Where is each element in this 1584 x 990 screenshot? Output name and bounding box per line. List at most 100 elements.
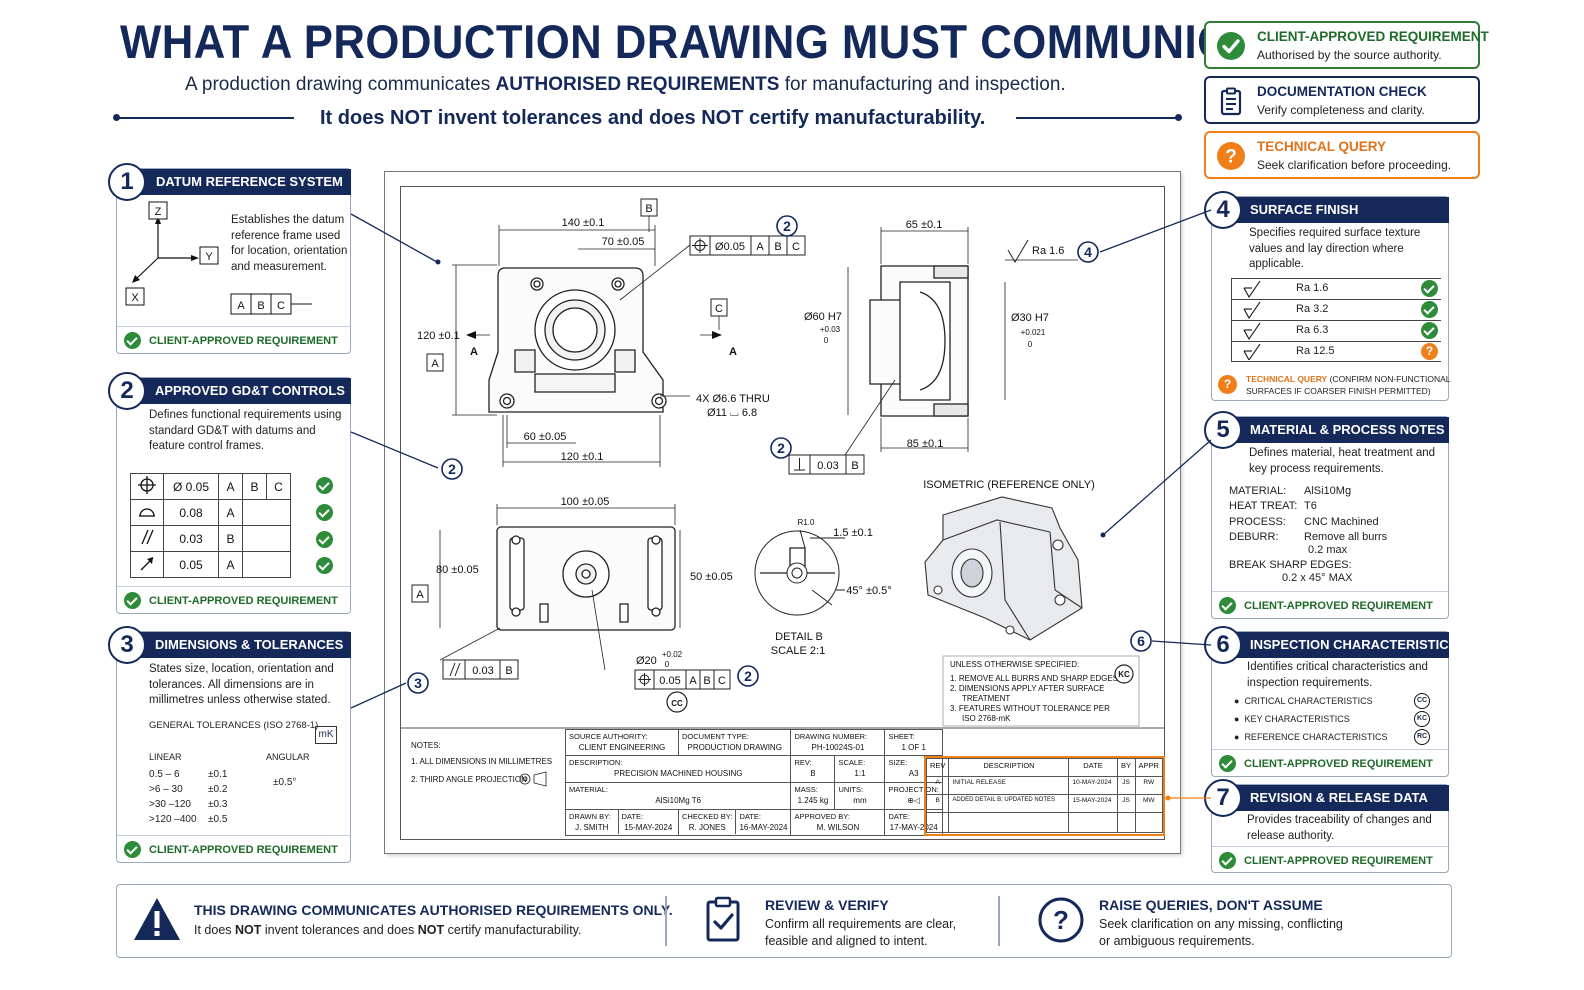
section-a-left: A bbox=[470, 346, 478, 358]
holes-note-2: Ø11 ⌴ 6.8 bbox=[707, 407, 757, 419]
svg-text:Ra 1.6: Ra 1.6 bbox=[1032, 245, 1064, 257]
rule-right bbox=[1016, 117, 1178, 119]
kc-mark: KC bbox=[1118, 670, 1130, 679]
page-subtitle: A production drawing communicates AUTHOR… bbox=[185, 74, 1066, 95]
datum-c-label: C bbox=[715, 303, 723, 315]
axis-x-label: X bbox=[131, 292, 139, 304]
top-view bbox=[496, 526, 676, 631]
callout-6: 6 bbox=[1137, 633, 1145, 649]
dim-d20-tol-upper: +0.02 bbox=[662, 650, 683, 659]
section-a-right: A bbox=[729, 346, 737, 358]
dim-r1: R1.0 bbox=[798, 518, 815, 527]
heat-treat-value: T6 bbox=[1304, 500, 1317, 512]
panel-3-title: DIMENSIONS & TOLERANCES bbox=[117, 632, 351, 658]
check-icon bbox=[124, 332, 141, 349]
panel-5-title: MATERIAL & PROCESS NOTES bbox=[1212, 417, 1449, 443]
notes-title: NOTES: bbox=[411, 741, 441, 750]
check-icon bbox=[316, 531, 333, 548]
surface-finish-callout: Ra 1.6 bbox=[1007, 239, 1064, 263]
svg-text:B: B bbox=[257, 300, 264, 312]
title-block: SOURCE AUTHORITY:CLIENT ENGINEERING DOCU… bbox=[564, 729, 943, 836]
isometric-view bbox=[924, 496, 1083, 641]
legend-desc: Authorised by the source authority. bbox=[1257, 48, 1442, 62]
panel-7-footer: CLIENT-APPROVED REQUIREMENT bbox=[1212, 846, 1448, 874]
check-icon bbox=[124, 841, 141, 858]
cc-mark: CC bbox=[671, 699, 683, 708]
linear-tol: ±0.2 bbox=[208, 784, 228, 795]
unless-title: UNLESS OTHERWISE SPECIFIED: bbox=[950, 660, 1079, 669]
panel-6-number: 6 bbox=[1204, 626, 1242, 664]
heat-treat-key: HEAT TREAT: bbox=[1229, 500, 1298, 512]
position-icon bbox=[138, 476, 156, 494]
banner-separator bbox=[998, 896, 1000, 946]
side-section-view bbox=[869, 265, 969, 417]
parallelism-icon bbox=[141, 529, 154, 545]
svg-text:A: A bbox=[237, 300, 245, 312]
callout-2: 2 bbox=[448, 461, 456, 477]
tolerance-class-box: mK bbox=[315, 726, 337, 744]
process-key: PROCESS: bbox=[1229, 516, 1286, 528]
dim-d60-tol-lower: 0 bbox=[824, 336, 829, 345]
rule-left bbox=[116, 117, 294, 119]
page-subtitle-2: It does NOT invent tolerances and does N… bbox=[320, 107, 986, 129]
panel-material-process bbox=[1211, 416, 1449, 619]
panel-6-footer: CLIENT-APPROVED REQUIREMENT bbox=[1212, 749, 1448, 777]
linear-range: 0.5 – 6 bbox=[149, 769, 180, 780]
datum-a-label: A bbox=[431, 358, 439, 370]
unless-l2: 2. DIMENSIONS APPLY AFTER SURFACE bbox=[950, 684, 1104, 693]
dim-140: 140 ±0.1 bbox=[562, 217, 605, 229]
profile-icon bbox=[139, 508, 155, 517]
svg-text:A: A bbox=[689, 675, 697, 687]
revision-row: B ADDED DETAIL B; UPDATED NOTES 15-MAY-2… bbox=[925, 794, 1163, 813]
svg-text:?: ? bbox=[1053, 905, 1069, 935]
panel-4-desc: Specifies required surface texture value… bbox=[1249, 227, 1421, 270]
linear-range: >120 –400 bbox=[149, 814, 197, 825]
svg-text:Ø0.05: Ø0.05 bbox=[715, 241, 745, 253]
front-view bbox=[488, 267, 667, 413]
check-icon bbox=[1421, 280, 1438, 297]
panel-2-title: APPROVED GD&T CONTROLS bbox=[117, 378, 351, 404]
banner-1-title: THIS DRAWING COMMUNICATES AUTHORISED REQ… bbox=[194, 902, 673, 918]
callout-2: 2 bbox=[777, 440, 785, 456]
general-tolerances-label: GENERAL TOLERANCES (ISO 2768-1) bbox=[149, 720, 319, 731]
deburr-key: DEBURR: bbox=[1229, 531, 1279, 543]
dim-d20: Ø20 bbox=[636, 655, 657, 667]
datum-a-top-label: A bbox=[416, 589, 424, 601]
dim-1-5: 1.5 ±0.1 bbox=[833, 527, 873, 539]
isometric-label: ISOMETRIC (REFERENCE ONLY) bbox=[923, 479, 1095, 491]
process-value: CNC Machined bbox=[1304, 516, 1379, 528]
legend-client-approved: CLIENT-APPROVED REQUIREMENT Authorised b… bbox=[1204, 21, 1489, 69]
fcf-parallelism: 0.03 B bbox=[442, 659, 519, 680]
dim-80: 80 ±0.05 bbox=[436, 564, 479, 576]
check-icon bbox=[1421, 322, 1438, 339]
dim-50: 50 ±0.05 bbox=[690, 571, 733, 583]
cc-badge: CC bbox=[1414, 693, 1430, 709]
dim-d30-tol-lower: 0 bbox=[1028, 340, 1033, 349]
check-icon bbox=[316, 477, 333, 494]
dim-100: 100 ±0.05 bbox=[561, 496, 610, 508]
linear-tol: ±0.3 bbox=[208, 799, 228, 810]
datum-frame-abc: A B C bbox=[230, 293, 312, 315]
third-angle-projection-icon bbox=[519, 771, 547, 787]
clipboard-icon bbox=[1220, 87, 1242, 116]
break-edges-value: 0.2 x 45° MAX bbox=[1282, 572, 1353, 584]
technical-query-note: TECHNICAL QUERY (CONFIRM NON-FUNCTIONAL bbox=[1246, 374, 1451, 384]
callout-3: 3 bbox=[414, 675, 422, 691]
svg-text:C: C bbox=[718, 675, 726, 687]
svg-text:B: B bbox=[505, 665, 512, 677]
linear-range: >30 –120 bbox=[149, 799, 191, 810]
banner-2-desc-1: Confirm all requirements are clear, bbox=[765, 917, 957, 931]
panel-2-number: 2 bbox=[108, 372, 146, 410]
fcf-perpendicularity: 0.03 B bbox=[788, 454, 865, 475]
svg-text:B: B bbox=[774, 241, 781, 253]
deburr-value-2: 0.2 max bbox=[1308, 544, 1348, 556]
material-key: MATERIAL: bbox=[1229, 485, 1287, 497]
panel-5-number: 5 bbox=[1204, 411, 1242, 449]
panel-2-footer: CLIENT-APPROVED REQUIREMENT bbox=[117, 586, 350, 614]
axis-y-label: Y bbox=[205, 251, 213, 263]
technical-query-note-2: SURFACES IF COARSER FINISH PERMITTED) bbox=[1246, 386, 1431, 396]
dim-d60-tol-upper: +0.03 bbox=[820, 325, 841, 334]
